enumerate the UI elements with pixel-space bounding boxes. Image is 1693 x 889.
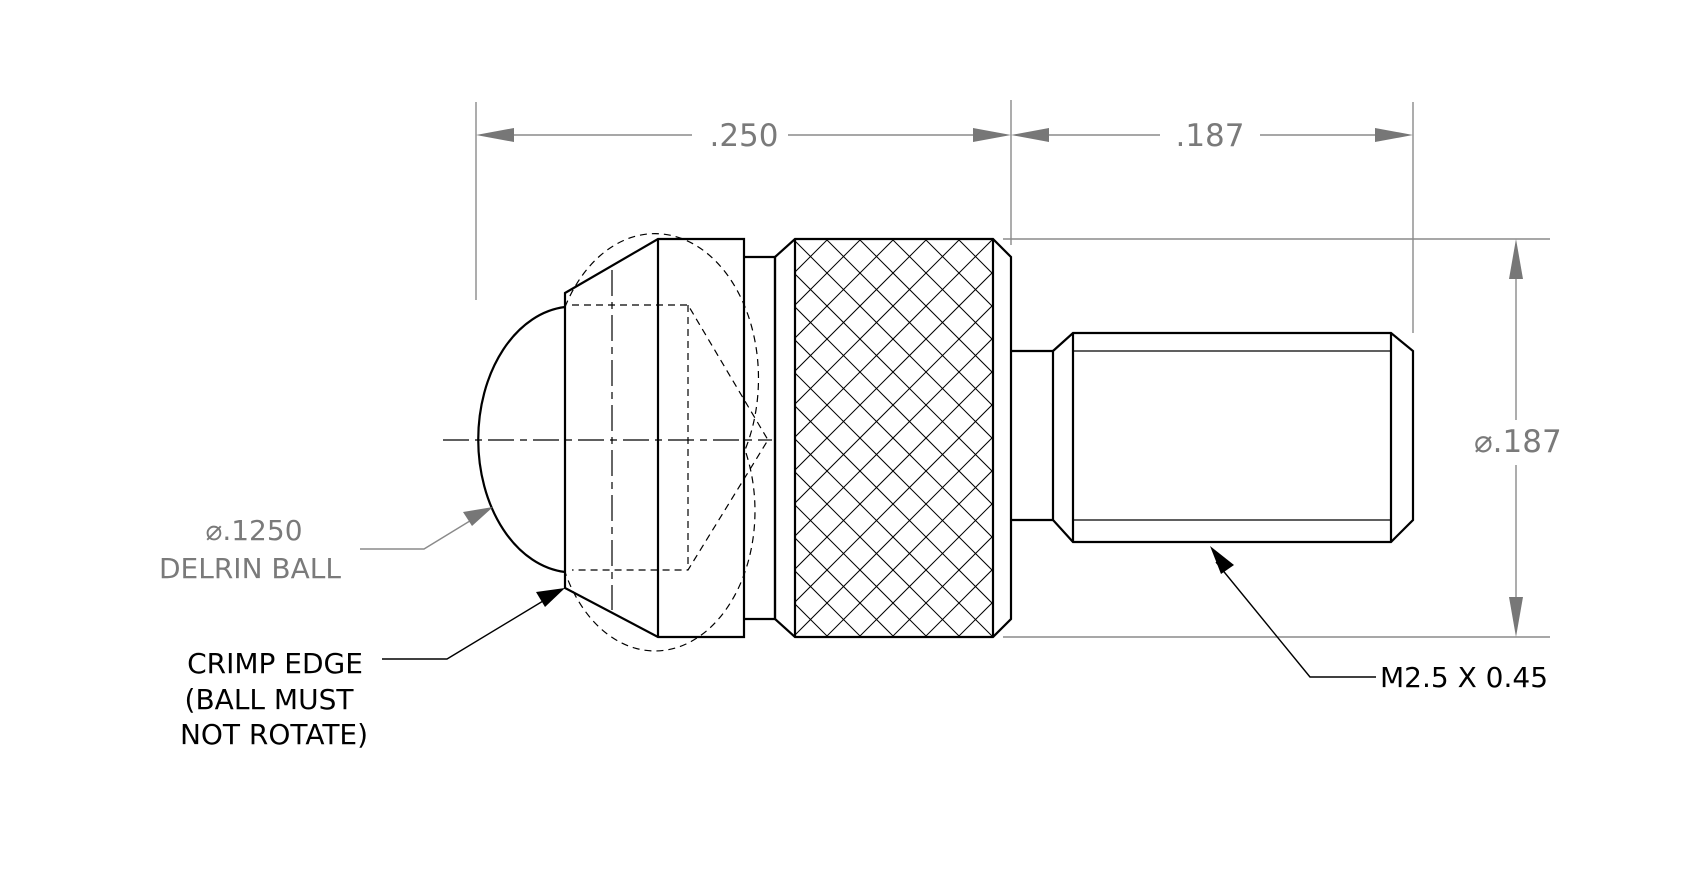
knurl-line [795, 436, 993, 636]
ball-callout: ⌀.1250 DELRIN BALL [159, 507, 493, 585]
thread-note: M2.5 X 0.45 [1380, 661, 1548, 694]
knurl-line [795, 603, 829, 637]
knurl-line [990, 239, 993, 242]
knurl-line [858, 502, 993, 637]
knurl-line [957, 239, 993, 275]
ball-diameter-value: .1250 [222, 514, 302, 547]
knurl-line [1057, 239, 1455, 637]
knurl-line [891, 535, 993, 637]
knurl-line [795, 239, 961, 405]
crimp-note-line3: NOT ROTATE) [180, 718, 368, 751]
ball-diameter-symbol: ⌀ [205, 514, 222, 547]
diameter-symbol: ⌀ [1474, 424, 1493, 460]
knurl-line [795, 504, 928, 637]
knurl-line [1090, 239, 1488, 637]
crimp-callout: CRIMP EDGE (BALL MUST NOT ROTATE) [180, 588, 565, 751]
knurl-line [795, 239, 928, 372]
knurl-line [1255, 239, 1653, 637]
knurl-line [795, 239, 993, 438]
knurl-line [795, 438, 993, 637]
knurl-line [825, 469, 993, 637]
dimension-label-187-diameter: ⌀.187 [1474, 424, 1562, 460]
knurl-line [858, 239, 993, 374]
ball-diameter-label: ⌀.1250 [205, 514, 302, 547]
knurl-line [795, 239, 829, 273]
knurl-line [1057, 239, 1455, 637]
knurl-line [1255, 239, 1653, 637]
knurl-line [795, 636, 796, 637]
crimp-note-line1: CRIMP EDGE [187, 647, 363, 680]
knurl-line [795, 239, 796, 240]
dimension-187-horizontal: .187 [1011, 102, 1414, 333]
knurl-line [957, 601, 993, 637]
knurl-line [1024, 239, 1422, 637]
knurl-line [795, 239, 895, 339]
dimension-label-250: .250 [709, 118, 778, 154]
thread-callout: M2.5 X 0.45 [1210, 546, 1548, 694]
knurl-line [1123, 239, 1521, 637]
knurl-line [924, 239, 993, 308]
knurl-line [795, 337, 993, 537]
knurl-pattern [795, 239, 1653, 637]
knurl-line [891, 239, 993, 341]
part-outline [477, 237, 1415, 639]
knurl-line [1090, 239, 1488, 637]
dimension-label-187-horizontal: .187 [1175, 118, 1244, 154]
knurl-line [990, 634, 993, 637]
knurl-line [795, 304, 993, 504]
knurl-line [924, 568, 993, 637]
knurl-line [1024, 239, 1422, 637]
ball-hidden-arc [564, 233, 760, 652]
knurl-line [795, 370, 993, 570]
knurl-line [795, 271, 993, 471]
knurl-line [795, 537, 895, 637]
threaded-stud [1051, 331, 1415, 544]
centerlines [443, 270, 772, 610]
hidden-lines [564, 233, 769, 652]
ball-seat-hidden [572, 304, 769, 571]
knurl-line [795, 471, 961, 637]
ball-material-label: DELRIN BALL [159, 552, 341, 585]
groove-neck [744, 255, 777, 621]
diameter-value: .187 [1493, 424, 1562, 460]
dimension-250: .250 [475, 100, 1012, 300]
crimp-cap [563, 237, 746, 639]
dimension-187-diameter: ⌀.187 [1003, 238, 1562, 638]
crimp-note-line2: (BALL MUST [185, 683, 355, 716]
shoulder [1011, 349, 1053, 522]
knurl-line [825, 239, 993, 407]
knurl-line [1123, 239, 1521, 637]
knurl-line [795, 403, 993, 603]
